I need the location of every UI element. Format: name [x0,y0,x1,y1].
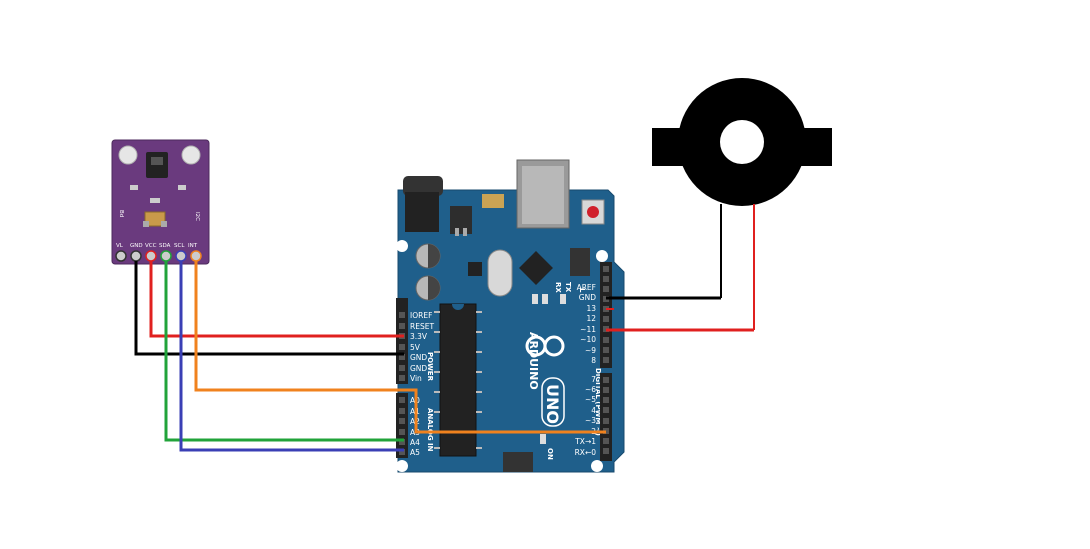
power-pin-label: IOREF [410,311,432,320]
power-pin-label: Vin [410,374,422,383]
wire-sda-sensor [164,261,404,442]
analog-pin-label: A5 [410,448,420,457]
power-pin-label: 5V [410,343,421,352]
digital-pin-label: ~3 [585,416,596,425]
led-label-tx: TX [564,282,572,293]
piezo-buzzer [652,78,832,330]
digital-header-bottom [600,373,612,461]
power-pin-label: 3.3V [410,332,428,341]
power-pin-label: RESET [410,322,434,331]
power-pin-labels: IOREF RESET 3.3V 5V GND GND Vin [410,311,434,383]
wire-int-sensor [194,261,606,434]
sensor-pin-label: SCL [174,243,185,249]
arduino-model: UNO [543,384,562,424]
digital-pin-label: ~5 [585,395,596,404]
digital-pin-label: 13 [586,304,596,313]
digital-pin-label: 12 [586,314,596,323]
analog-pin-label: A4 [410,438,420,447]
arduino-brand: ARDUINO [527,332,540,390]
digital-pin-label: ~10 [580,335,596,344]
power-header [396,298,408,384]
led-label-l: L [578,288,586,293]
sensor-side-label-right: I2C [194,212,200,221]
digital-pin-label: RX←0 [575,448,597,457]
digital-pin-label: ~11 [580,325,596,334]
digital-pin-labels-top: AREF GND 13 12 ~11 ~10 ~9 8 [577,283,597,365]
sensor-pin-labels: VL GND VCC SDA SCL INT [116,243,198,249]
sensor-pin-label: VCC [145,243,157,249]
digital-section-label: DIGITAL (PWM ~) [594,368,602,436]
arduino-logo-icon [525,335,565,357]
power-pin-label: GND [410,353,427,362]
digital-pin-label: 4 [591,406,596,415]
digital-pin-label: GND [579,293,596,302]
analog-section-label: ANALOG IN [426,408,434,452]
on-led-label: ON [546,448,554,460]
sensor-pin-label: INT [188,243,198,249]
wires [134,261,754,452]
power-pin-label: GND [410,364,427,373]
led-label-rx: RX [554,282,562,293]
wire-gnd-sensor [134,261,404,356]
digital-pin-label: TX→1 [574,437,596,446]
arduino-uno-board: ARDUINO UNO RX TX L ON POWER ANALOG IN D… [396,159,625,473]
digital-pin-label: ~6 [585,385,596,394]
sensor-pin-label: GND [130,243,143,249]
digital-pin-label: AREF [577,283,596,292]
digital-pin-label: ~9 [585,346,596,355]
digital-pin-label: 7 [591,375,596,384]
sensor-pin-label: VL [116,243,124,249]
gesture-sensor-module: Bd I2C VL GND VCC SDA SCL INT [111,139,210,265]
digital-pin-label: 8 [591,356,596,365]
sensor-side-label-left: Bd [118,210,124,217]
sensor-pin-label: SDA [159,243,171,249]
power-section-label: POWER [426,352,434,382]
wire-vcc-sensor [149,261,404,338]
wire-scl-sensor [179,261,404,452]
